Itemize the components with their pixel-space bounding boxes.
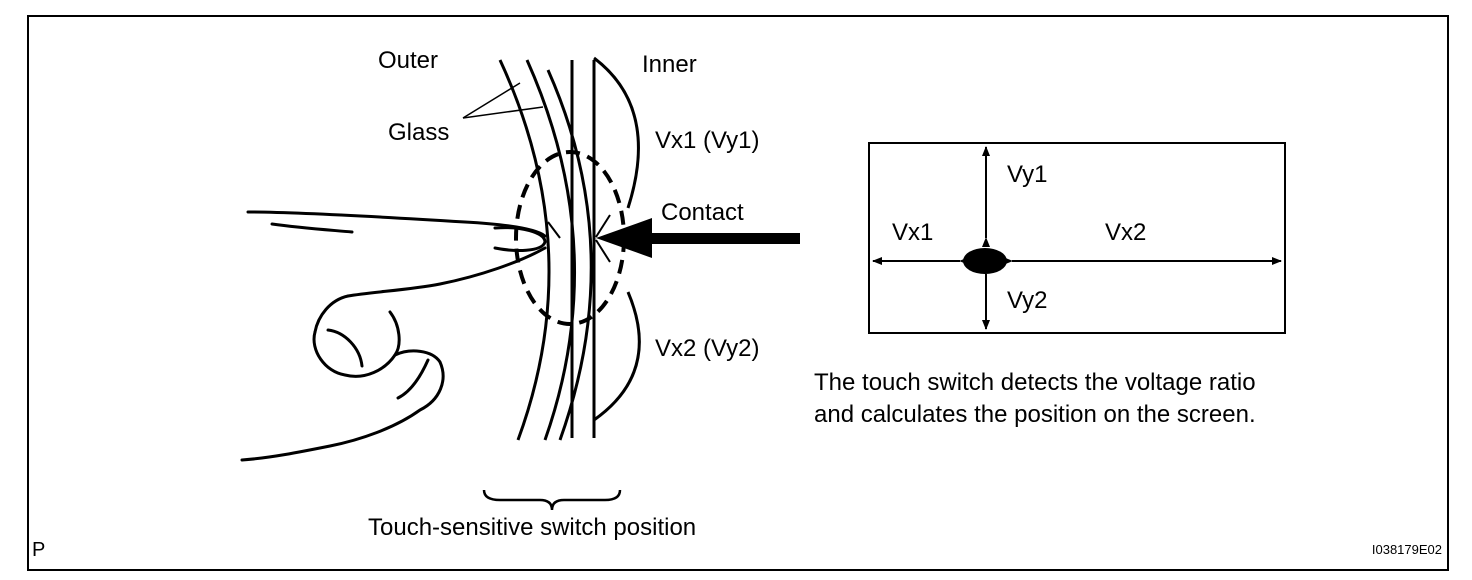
thumb-crease: [396, 358, 430, 400]
finger-nail: [493, 226, 547, 252]
outer-glass-curve-1: [498, 59, 551, 441]
screen-rectangle: [868, 142, 1286, 334]
vx1-label: Vx1: [892, 219, 933, 246]
knuckle-back: [313, 294, 350, 334]
glass-layers: [498, 56, 641, 441]
figure-id: I038179E02: [1372, 542, 1442, 557]
finger-top: [246, 210, 547, 238]
contact-label: Contact: [661, 199, 744, 226]
glass-label: Glass: [388, 119, 449, 146]
contact-point-marks: [547, 214, 611, 263]
finger-crease: [270, 222, 354, 234]
inner-upper-arc: [593, 56, 640, 209]
figure-frame: [27, 15, 1449, 571]
hand-illustration: [240, 210, 547, 462]
thumb: [240, 349, 445, 462]
inner-label: Inner: [642, 51, 697, 78]
finger-fold: [326, 328, 364, 368]
vy2-label: Vy2: [1007, 287, 1047, 314]
switch-position-label: Touch-sensitive switch position: [368, 514, 696, 541]
vy1-label: Vy1: [1007, 161, 1047, 188]
curled-finger: [312, 310, 401, 378]
vx1-vy1-label: Vx1 (Vy1): [655, 127, 759, 154]
outer-glass-curve-3: [546, 69, 593, 441]
contact-arrow: [596, 218, 800, 258]
voltage-arrows: [872, 146, 1282, 330]
vx2-label: Vx2: [1105, 219, 1146, 246]
outer-label: Outer: [378, 47, 438, 74]
vx2-vy2-label: Vx2 (Vy2): [655, 335, 759, 362]
description-line-2: and calculates the position on the scree…: [814, 401, 1256, 428]
corner-letter: P: [32, 539, 45, 561]
touch-point: [963, 248, 1007, 274]
switch-position-brace: [482, 489, 622, 511]
outer-glass-curve-2: [525, 59, 577, 441]
inner-lower-arc: [593, 291, 641, 422]
glass-leader-lines: [462, 82, 544, 119]
finger-bottom: [346, 246, 547, 298]
description-line-1: The touch switch detects the voltage rat…: [814, 369, 1256, 396]
